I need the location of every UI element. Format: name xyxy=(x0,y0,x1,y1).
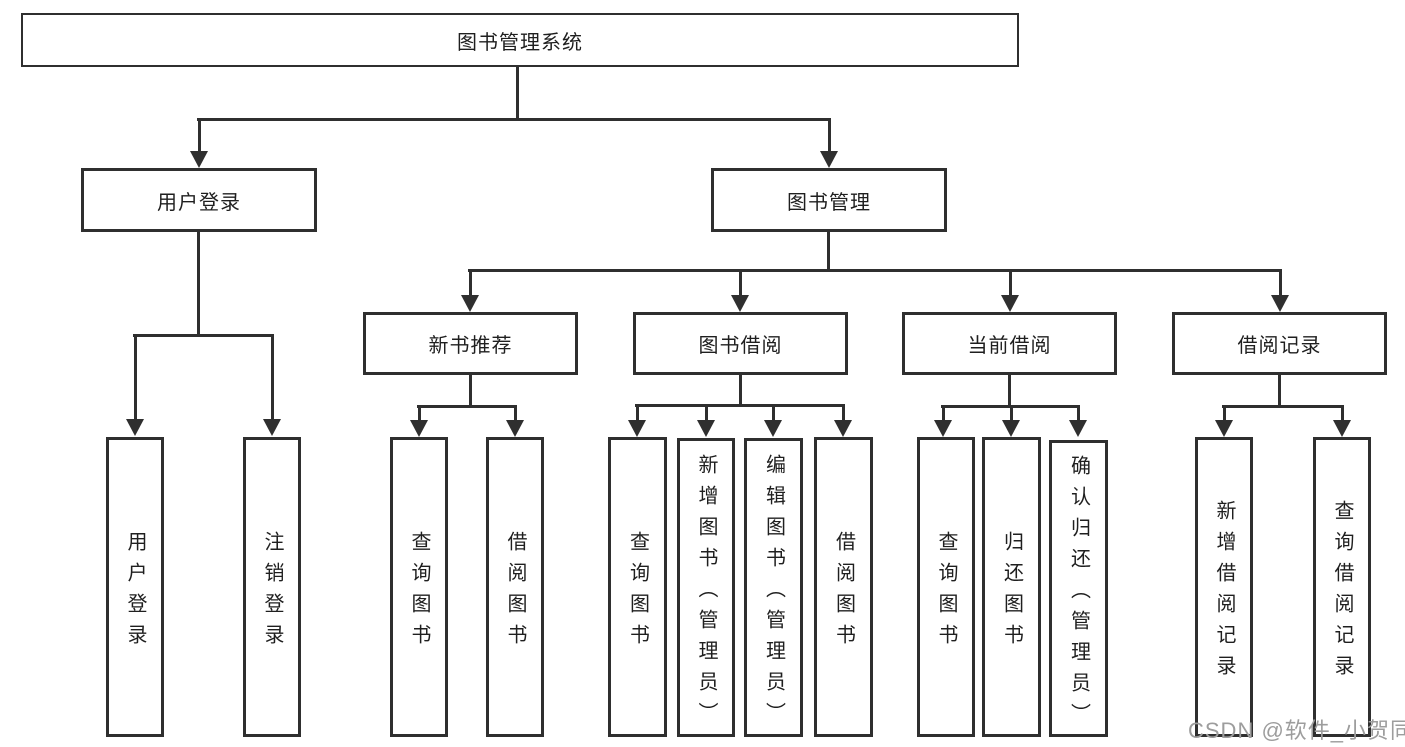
node-label: 查询图书 xyxy=(626,530,649,655)
connector-new-book-rail xyxy=(417,405,517,408)
connector-user-login-stem xyxy=(197,232,200,336)
node-label: 确认归还（管理员） xyxy=(1067,454,1090,734)
node-borrow-books: 借阅图书 xyxy=(814,437,873,737)
node-book-borrowing: 图书借阅 xyxy=(633,312,848,375)
arrow-down-icon xyxy=(1271,270,1289,312)
node-user-login-action: 用户登录 xyxy=(106,437,164,737)
node-add-books-admin: 新增图书（管理员） xyxy=(677,438,735,737)
arrow-down-icon xyxy=(1001,270,1019,312)
node-search-books-current: 查询图书 xyxy=(917,437,975,737)
node-label: 图书管理 xyxy=(787,191,871,214)
arrow-down-icon xyxy=(731,270,749,312)
arrow-down-icon xyxy=(263,335,281,436)
node-label: 当前借阅 xyxy=(967,335,1052,357)
node-search-borrow-record: 查询借阅记录 xyxy=(1313,437,1371,737)
node-library-management-system: 图书管理系统 xyxy=(21,13,1019,67)
arrow-down-icon xyxy=(764,405,782,437)
node-label: 借阅图书 xyxy=(832,530,855,655)
arrow-down-icon xyxy=(126,335,144,436)
node-search-books-recommend: 查询图书 xyxy=(390,437,448,737)
arrow-down-icon xyxy=(1215,406,1233,437)
node-label: 图书管理系统 xyxy=(457,31,583,54)
node-borrow-books-recommend: 借阅图书 xyxy=(486,437,544,737)
arrow-down-icon xyxy=(934,406,952,437)
connector-borrowing-records-stem xyxy=(1278,375,1281,407)
arrow-down-icon xyxy=(410,406,428,437)
node-current-borrowing: 当前借阅 xyxy=(902,312,1117,375)
node-label: 归还图书 xyxy=(1000,530,1023,655)
node-label: 新增借阅记录 xyxy=(1213,499,1235,686)
arrow-down-icon xyxy=(506,406,524,437)
connector-book-management-stem xyxy=(827,232,830,271)
node-label: 编辑图书（管理员） xyxy=(762,453,785,733)
node-label: 查询图书 xyxy=(935,530,957,655)
arrow-down-icon xyxy=(820,119,838,168)
node-label: 用户登录 xyxy=(157,191,241,214)
connector-borrowing-records-rail xyxy=(1222,405,1344,408)
node-confirm-return-admin: 确认归还（管理员） xyxy=(1049,440,1108,737)
node-logout: 注销登录 xyxy=(243,437,301,737)
connector-book-borrowing-stem xyxy=(739,375,742,406)
node-label: 查询借阅记录 xyxy=(1331,499,1353,686)
node-label: 图书借阅 xyxy=(698,335,783,357)
node-label: 新增图书（管理员） xyxy=(695,453,717,733)
node-label: 借阅记录 xyxy=(1237,335,1322,357)
node-label: 用户登录 xyxy=(124,530,146,655)
connector-root-stem xyxy=(516,67,519,120)
node-book-management: 图书管理 xyxy=(711,168,947,232)
connector-user-login-rail xyxy=(133,334,274,337)
arrow-down-icon xyxy=(190,119,208,168)
arrow-down-icon xyxy=(461,270,479,312)
node-user-login: 用户登录 xyxy=(81,168,317,232)
arrow-down-icon xyxy=(628,405,646,437)
node-search-books-borrowing: 查询图书 xyxy=(608,437,667,737)
arrow-down-icon xyxy=(834,405,852,437)
connector-book-borrowing-rail xyxy=(635,404,845,407)
connector-new-book-stem xyxy=(469,375,472,407)
arrow-down-icon xyxy=(1002,406,1020,437)
connector-root-rail xyxy=(197,118,831,121)
node-label: 查询图书 xyxy=(408,530,430,655)
node-add-borrow-record: 新增借阅记录 xyxy=(1195,437,1253,737)
node-new-book-recommendation: 新书推荐 xyxy=(363,312,578,375)
connector-book-management-rail xyxy=(468,269,1282,272)
arrow-down-icon xyxy=(697,405,715,437)
node-return-books: 归还图书 xyxy=(982,437,1041,737)
node-label: 借阅图书 xyxy=(504,530,526,655)
arrow-down-icon xyxy=(1069,406,1087,437)
connector-current-borrowing-stem xyxy=(1008,375,1011,407)
arrow-down-icon xyxy=(1333,406,1351,437)
node-label: 新书推荐 xyxy=(428,335,513,357)
node-label: 注销登录 xyxy=(261,530,283,655)
node-edit-books-admin: 编辑图书（管理员） xyxy=(744,438,803,737)
watermark: CSDN @软件_小贺同学 xyxy=(1188,718,1405,743)
node-borrowing-records: 借阅记录 xyxy=(1172,312,1387,375)
